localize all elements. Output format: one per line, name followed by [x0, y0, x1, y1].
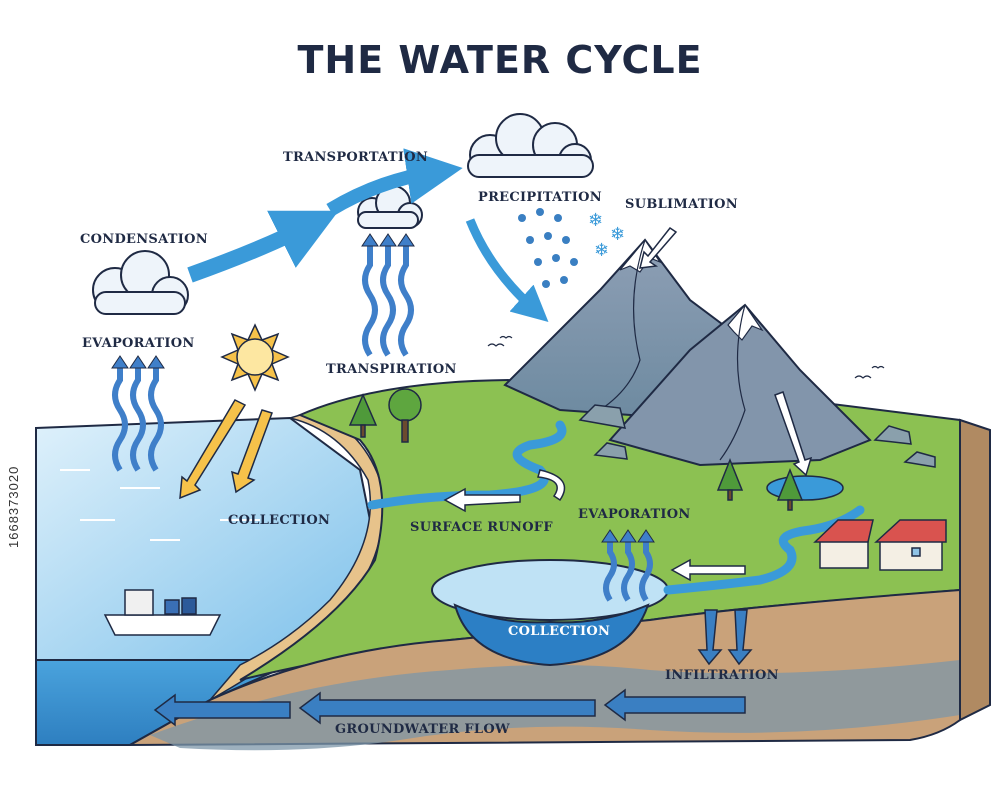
- label-collection-lake: COLLECTION: [508, 624, 611, 639]
- infiltration-arrows: [697, 609, 753, 666]
- label-evaporation-lake: EVAPORATION: [578, 507, 691, 522]
- svg-text:❄: ❄: [594, 240, 609, 261]
- evaporation-arrows-lake: [603, 540, 653, 602]
- birds: [487, 335, 885, 379]
- evaporation-arrowheads-left: [111, 355, 165, 369]
- label-precipitation: PRECIPITATION: [478, 190, 602, 205]
- label-groundwater-flow: GROUNDWATER FLOW: [335, 722, 510, 737]
- label-collection-sea: COLLECTION: [228, 513, 331, 528]
- sunlight-arrows: [179, 399, 273, 500]
- cloud-condensation: [92, 250, 189, 315]
- label-surface-runoff: SURFACE RUNOFF: [410, 520, 553, 535]
- label-evaporation-left: EVAPORATION: [82, 336, 195, 351]
- label-transportation: TRANSPORTATION: [283, 150, 429, 165]
- trees: [348, 388, 804, 511]
- stock-id: 1668373020: [6, 465, 21, 548]
- mountain-pond: [766, 475, 844, 501]
- cloud-precipitation: [467, 113, 594, 178]
- evaporation-arrowheads-lake: [601, 529, 655, 543]
- transportation-arrow-2: [326, 148, 463, 217]
- mountains: [503, 238, 872, 467]
- evaporation-arrows-left: [112, 365, 164, 472]
- houses: [813, 519, 947, 571]
- transportation-arrow: [187, 210, 339, 283]
- rain-drops: [518, 208, 578, 288]
- transpiration-arrowheads: [361, 233, 415, 247]
- white-flow-arrows: [443, 226, 813, 582]
- transpiration-arrows: [362, 245, 414, 357]
- label-transpiration: TRANSPIRATION: [326, 362, 457, 377]
- groundwater-arrows: [153, 688, 746, 727]
- ship: [103, 589, 222, 636]
- river-right: [663, 505, 865, 595]
- svg-text:❄: ❄: [588, 210, 603, 231]
- rocks: [578, 404, 936, 468]
- page-title: THE WATER CYCLE: [297, 38, 703, 82]
- label-condensation: CONDENSATION: [80, 232, 208, 247]
- snowflake-icon: ❄❄❄: [588, 210, 625, 261]
- label-sublimation: SUBLIMATION: [625, 197, 738, 212]
- svg-text:❄: ❄: [610, 224, 625, 245]
- label-infiltration: INFILTRATION: [665, 668, 779, 683]
- precipitation-arrow: [465, 218, 549, 322]
- sun-icon: [220, 323, 290, 392]
